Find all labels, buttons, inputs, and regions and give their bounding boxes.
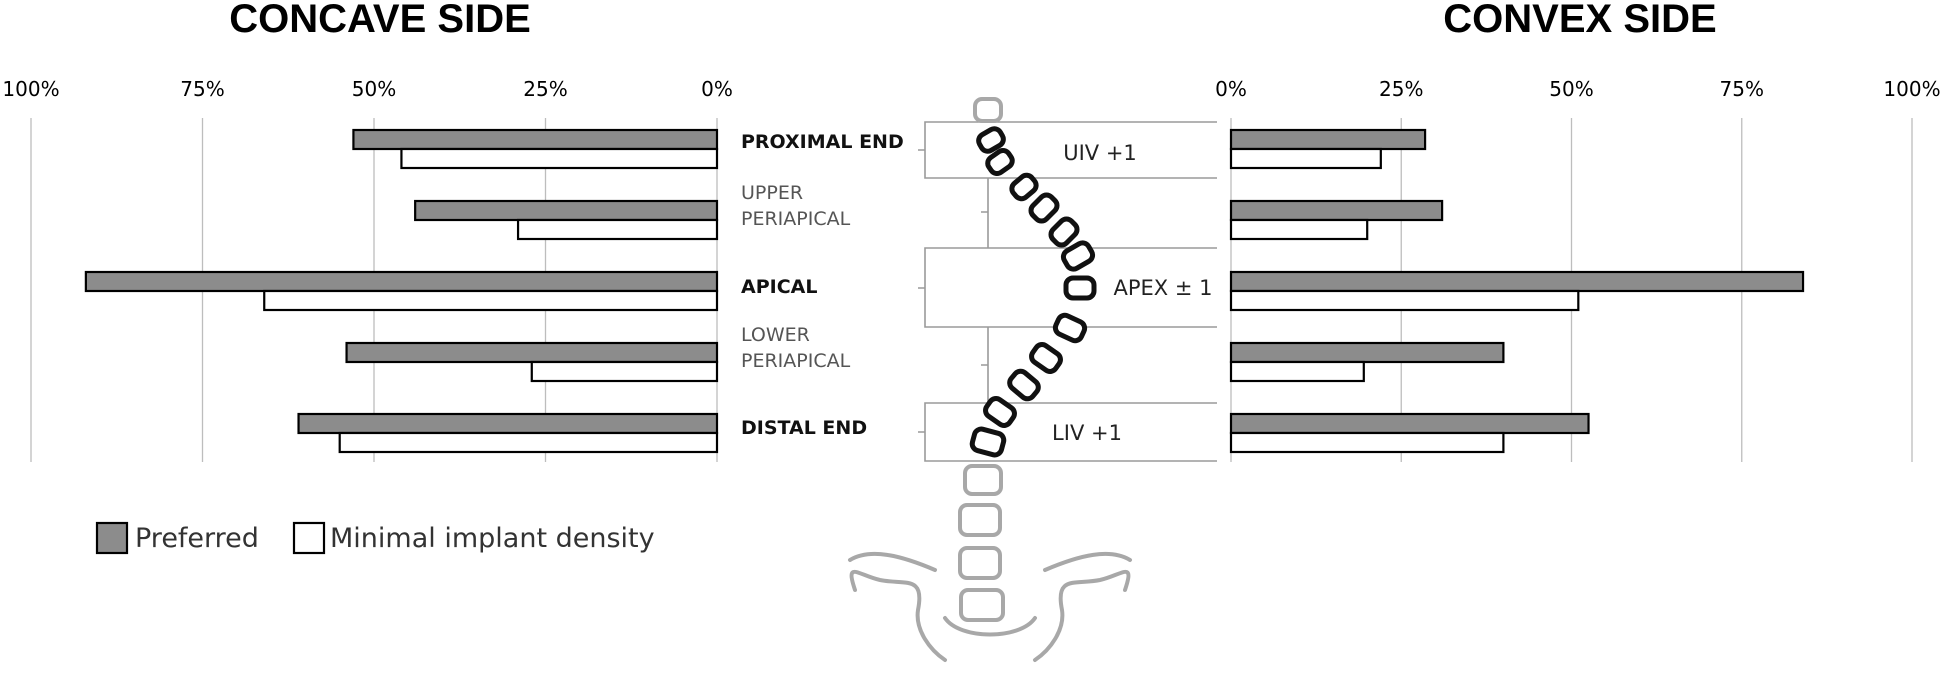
- legend-swatch-preferred: [95, 521, 129, 555]
- legend-label-preferred: Preferred: [135, 523, 259, 554]
- vertebra-4: [1048, 216, 1080, 248]
- convex-bar-preferred-3: [1229, 341, 1505, 364]
- legend-swatch-minimal: [292, 521, 326, 555]
- pelvis-right-wing: [1033, 552, 1132, 662]
- lumbar-vertebra-3: [958, 546, 1002, 580]
- concave-bar-preferred-4: [297, 412, 719, 435]
- concave-side-panel: 0% 25% 50% 75% 100%: [2, 77, 733, 462]
- concave-bar-preferred-1: [414, 199, 719, 222]
- concave-x-tick-label: 0%: [701, 77, 733, 101]
- concave-bar-preferred-0: [352, 128, 719, 151]
- convex-bar-minimal-1: [1229, 218, 1369, 241]
- convex-x-tick-label: 100%: [1883, 77, 1940, 101]
- lumbar-vertebra-4: [959, 588, 1005, 622]
- concave-bar-minimal-1: [516, 218, 719, 241]
- region-label-2: APICAL: [741, 276, 817, 298]
- convex-bar-preferred-0: [1229, 128, 1427, 151]
- lumbar-vertebra-1: [963, 464, 1003, 496]
- convex-x-tick-label: 50%: [1549, 77, 1593, 101]
- concave-bar-preferred-3: [345, 341, 719, 364]
- vertebra-0: [976, 126, 1006, 154]
- sacrum: [943, 616, 1037, 637]
- liv-segment-label: LIV +1: [1052, 421, 1122, 445]
- uiv-bracket: [918, 121, 1217, 179]
- vertebra-3: [1028, 192, 1060, 224]
- instrumented-vertebrae: [969, 126, 1097, 458]
- region-label-1: UPPER: [741, 182, 803, 204]
- concave-bar-minimal-0: [400, 147, 719, 170]
- convex-bar-minimal-0: [1229, 147, 1382, 170]
- convex-x-tick-label: 0%: [1215, 77, 1247, 101]
- legend: Preferred Minimal implant density: [95, 521, 655, 555]
- vertebra-11: [969, 426, 1007, 458]
- lumbar-vertebrae: [958, 97, 1005, 622]
- concave-bar-minimal-3: [530, 360, 719, 383]
- vertebra-7: [1052, 312, 1088, 344]
- concave-x-tick-label: 50%: [352, 77, 396, 101]
- convex-bar-preferred-1: [1229, 199, 1444, 222]
- concave-bar-minimal-4: [338, 431, 719, 454]
- liv-bracket: [918, 402, 1217, 462]
- concave-x-tick-label: 25%: [523, 77, 567, 101]
- scoliotic-spine-illustration: [848, 97, 1217, 662]
- convex-bar-preferred-2: [1229, 270, 1805, 293]
- region-labels: PROXIMAL END UPPER PERIAPICAL APICAL LOWER PE…: [741, 131, 904, 439]
- vertebra-5: [1060, 240, 1096, 272]
- legend-label-minimal: Minimal implant density: [330, 523, 655, 554]
- apex-segment-label: APEX ± 1: [1114, 276, 1213, 300]
- vertebra-2: [1009, 172, 1039, 202]
- lumbar-vertebra-2: [958, 503, 1002, 537]
- region-label-3: LOWER: [741, 324, 810, 346]
- uiv-segment-label: UIV +1: [1063, 141, 1137, 165]
- convex-bar-minimal-2: [1229, 289, 1580, 312]
- pelvis-left-wing: [848, 552, 947, 662]
- concave-bar-preferred-2: [84, 270, 719, 293]
- convex-bar-minimal-4: [1229, 431, 1505, 454]
- convex-side-title: CONVEX SIDE: [1443, 0, 1716, 41]
- concave-side-title: CONCAVE SIDE: [229, 0, 531, 41]
- lumbar-vertebra-0: [973, 97, 1003, 123]
- concave-bar-minimal-2: [263, 289, 719, 312]
- vertebra-6: [1063, 275, 1097, 301]
- convex-bar-preferred-4: [1229, 412, 1590, 435]
- convex-x-tick-label: 25%: [1379, 77, 1423, 101]
- region-label-3: PERIAPICAL: [741, 350, 851, 372]
- vertebra-1: [985, 147, 1015, 177]
- concave-x-tick-label: 75%: [180, 77, 224, 101]
- convex-side-panel: 0% 25% 50% 75% 100%: [1215, 77, 1941, 462]
- vertebra-8: [1029, 342, 1063, 374]
- region-label-4: DISTAL END: [741, 417, 867, 439]
- vertebra-10: [983, 396, 1017, 428]
- vertebra-9: [1007, 368, 1041, 402]
- region-label-1: PERIAPICAL: [741, 208, 851, 230]
- spine-axis-line: [981, 178, 989, 403]
- convex-x-tick-label: 75%: [1720, 77, 1764, 101]
- convex-bar-minimal-3: [1229, 360, 1365, 383]
- region-label-0: PROXIMAL END: [741, 131, 904, 153]
- concave-x-tick-label: 100%: [2, 77, 59, 101]
